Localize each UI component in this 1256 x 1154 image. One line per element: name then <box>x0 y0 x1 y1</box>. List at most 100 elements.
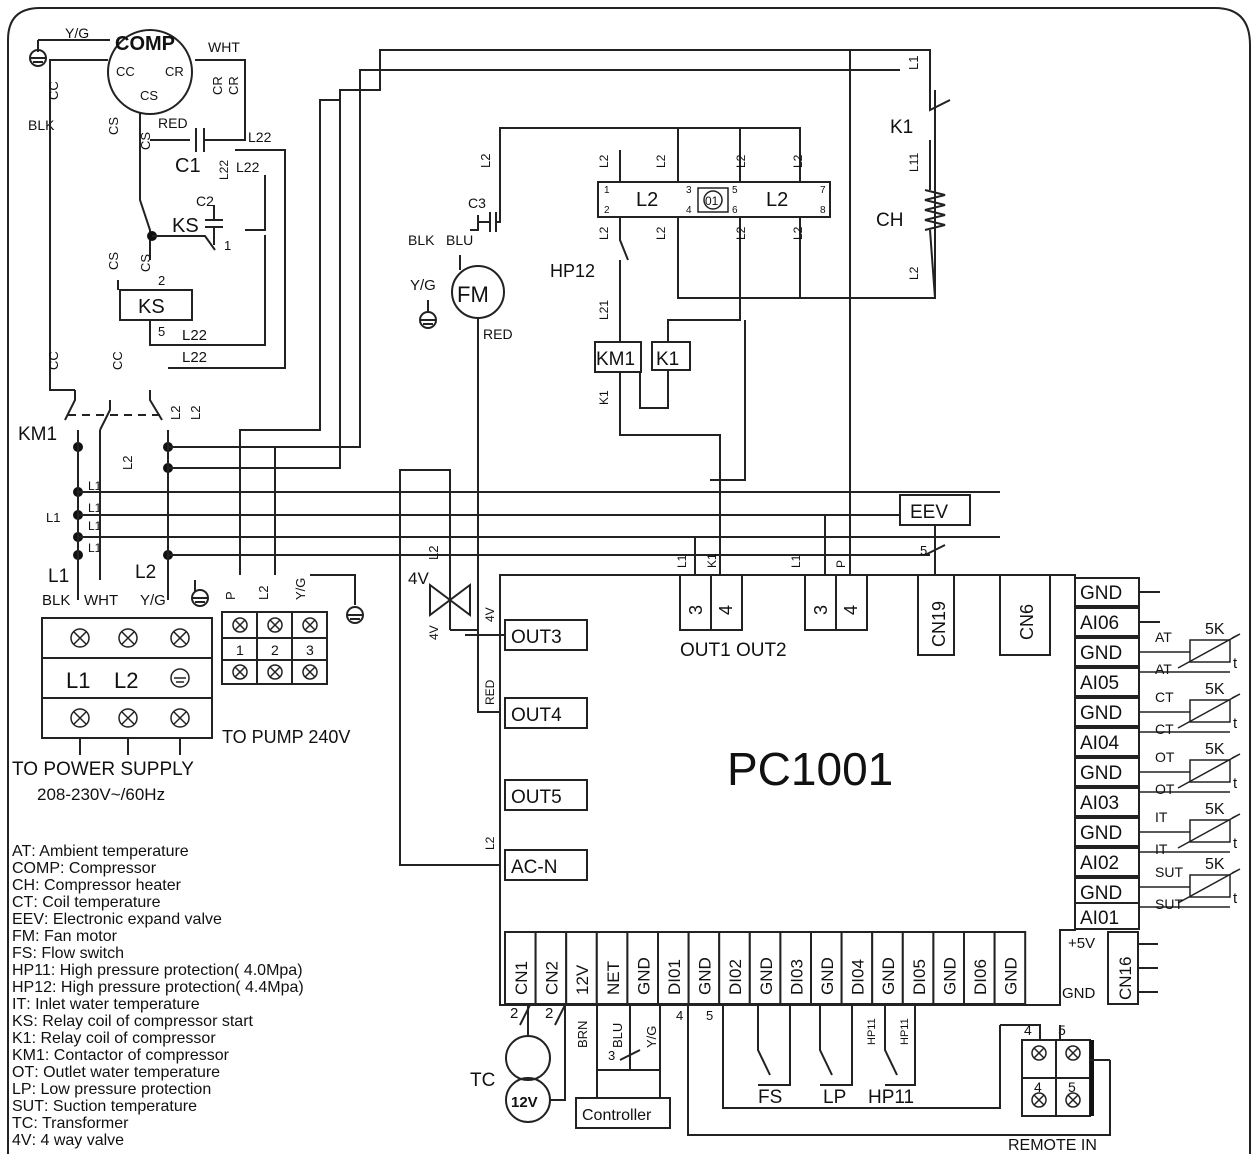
legend-sep: : <box>32 945 42 962</box>
legend-sep: : <box>26 996 36 1013</box>
relay-pin-7: 7 <box>820 185 826 196</box>
bus-l1-b: L1 <box>46 510 60 525</box>
power-label-blk: BLK <box>42 592 70 609</box>
tc-pin-a: 2 <box>510 1005 518 1022</box>
outer-frame <box>7 7 1251 1154</box>
relay-l2-a: L2 <box>636 189 658 211</box>
ks-relay-label: KS <box>138 296 165 318</box>
ground-icon <box>346 606 364 624</box>
relay-pin-2: 2 <box>604 205 610 216</box>
ch-l2: L2 <box>907 266 921 280</box>
legend-desc: Compressor <box>68 860 157 877</box>
fm-blk-label: BLK <box>408 232 435 248</box>
board-pin-bottom-10 <box>810 931 843 1005</box>
legend-key: FM <box>12 928 36 945</box>
legend-desc: Fan motor <box>44 928 117 945</box>
ks-switch-label: KS <box>172 215 199 237</box>
legend-sep: : <box>44 1098 53 1115</box>
wire-cr-2: CR <box>226 76 241 95</box>
board-pin-ai03-7 <box>1074 787 1140 817</box>
l2-main-label: L2 <box>135 562 156 583</box>
legend-key: HP11 <box>12 962 51 979</box>
km1-label: KM1 <box>18 424 57 445</box>
k1-coil-label: K1 <box>656 349 679 370</box>
relay-o1: 01 <box>705 194 719 208</box>
di-wire-4: 4 <box>676 1008 683 1023</box>
legend-desc: Relay coil of compressor <box>40 1030 216 1047</box>
legend-key: COMP <box>12 860 60 877</box>
legend-key: AT <box>12 843 32 860</box>
wire-l22-3: L22 <box>217 160 231 180</box>
wire-brn: BRN <box>575 1021 590 1048</box>
board-pin-bottom-4 <box>626 931 660 1005</box>
relay-pin-4: 4 <box>686 205 692 216</box>
legend-row: LP: Low pressure protection <box>12 1081 392 1098</box>
legend-row: COMP: Compressor <box>12 860 392 877</box>
out2-pin-4: 4 <box>841 605 861 615</box>
legend-sep: : <box>31 1132 41 1149</box>
acn-terminal <box>504 849 588 881</box>
out5-terminal <box>504 779 588 811</box>
relay-l2-w8: L2 <box>791 226 805 240</box>
cn6-connector <box>999 574 1051 656</box>
legend-row: SUT: Suction temperature <box>12 1098 392 1115</box>
comp-term-cs: CS <box>140 88 158 103</box>
ks-relay <box>119 289 193 321</box>
board-pin-label: AI06 <box>1080 613 1119 634</box>
hp11-wire-b: HP11 <box>899 1018 911 1045</box>
sensor-value: 5K <box>1205 801 1225 818</box>
legend-desc: Compressor heater <box>44 877 181 894</box>
wire-yg: Y/G <box>644 1026 659 1048</box>
board-pin-bottom-label: CN2 <box>543 961 562 995</box>
legend-key: KS <box>12 1013 34 1030</box>
board-pin-label: AI03 <box>1080 793 1119 814</box>
tc-voltage: 12V <box>511 1094 538 1111</box>
comp-label: COMP <box>115 33 175 55</box>
bus-l1-e: L1 <box>88 541 102 555</box>
legend-sep: : <box>50 962 60 979</box>
board-pin-bottom-8 <box>748 931 782 1005</box>
acn-label: AC-N <box>511 857 557 878</box>
bus-l1-a: L1 <box>88 479 102 493</box>
c1-label: C1 <box>175 155 201 177</box>
pump-num-3: 3 <box>306 642 314 658</box>
pump-num-1: 1 <box>236 642 244 658</box>
legend-key: CT <box>12 894 34 911</box>
legend-row: FM: Fan motor <box>12 928 392 945</box>
legend-desc: Transformer <box>41 1115 129 1132</box>
board-pin-bottom-label: DI01 <box>665 959 684 995</box>
comp-yg: Y/G <box>65 25 89 41</box>
legend-row: KM1: Contactor of compressor <box>12 1047 392 1064</box>
board-pin-label: GND <box>1080 763 1122 784</box>
legend-row: CH: Compressor heater <box>12 877 392 894</box>
l1-main-label: L1 <box>48 566 69 587</box>
legend-key: HP12 <box>12 979 53 996</box>
fm-l2-label: L2 <box>478 154 493 168</box>
board-pin-ai02-9 <box>1074 847 1140 877</box>
relay-l2-w7: L2 <box>734 226 748 240</box>
lp-label: LP <box>823 1087 846 1108</box>
board-pin-bottom-label: GND <box>696 957 715 995</box>
board-pin-bottom-label: DI03 <box>787 959 806 995</box>
legend-row: EEV: Electronic expand valve <box>12 911 392 928</box>
legend-desc: High pressure protection( 4.4Mpa) <box>60 979 304 996</box>
legend-row: IT: Inlet water temperature <box>12 996 392 1013</box>
legend-desc: Ambient temperature <box>39 843 189 860</box>
wire-k1: K1 <box>597 390 611 405</box>
relay-l2-b: L2 <box>766 189 788 211</box>
sensor-name-bottom: CT <box>1155 721 1174 737</box>
board-pin-label: AI01 <box>1080 908 1119 929</box>
remote-top-4: 4 <box>1024 1022 1032 1038</box>
relay-l2-w2: L2 <box>654 154 668 168</box>
board-pin-bottom-label: 12V <box>573 964 592 995</box>
ground-icon <box>191 580 209 607</box>
sensor-name-bottom: SUT <box>1155 896 1183 912</box>
board-pin-bottom-9 <box>779 931 813 1005</box>
pump-label-l2: L2 <box>256 586 271 600</box>
legend-desc: Suction temperature <box>52 1098 197 1115</box>
board-pin-ai01-11 <box>1074 902 1140 930</box>
board-pin-gnd-4 <box>1074 697 1140 727</box>
pump-num-2: 2 <box>271 642 279 658</box>
board-pin-bottom-label: DI04 <box>849 959 868 995</box>
power-supply-spec: 208-230V~/60Hz <box>37 785 165 804</box>
